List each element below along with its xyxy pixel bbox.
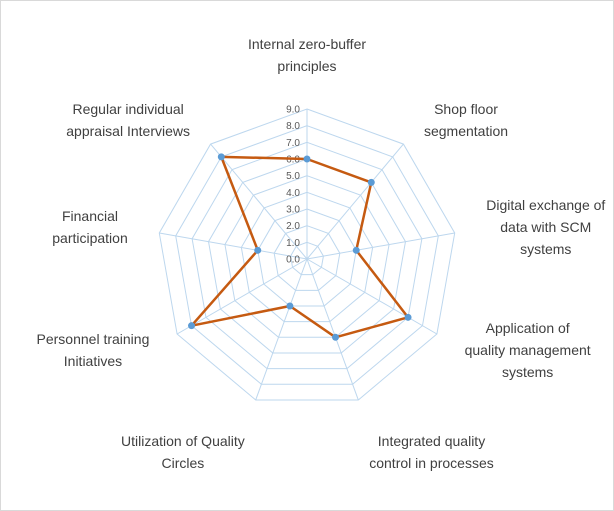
- tick-label: 1.0: [286, 238, 300, 249]
- tick-label: 3.0: [286, 205, 300, 216]
- tick-label: 2.0: [286, 221, 300, 232]
- category-label-line: Shop floor: [434, 100, 498, 117]
- category-label-line: data with SCM: [500, 219, 592, 236]
- tick-label: 9.0: [286, 105, 300, 116]
- data-point: [188, 322, 196, 330]
- grid-ring: [175, 125, 439, 385]
- tick-label: 0.0: [286, 255, 300, 266]
- category-label: Application of quality management systems: [465, 317, 591, 383]
- category-label-line: Regular individual: [72, 100, 184, 117]
- category-label: Shop floor segmentation: [424, 98, 508, 142]
- tick-label: 5.0: [286, 171, 300, 182]
- category-label-line: systems: [520, 241, 572, 258]
- category-label-line: Application of: [485, 320, 570, 336]
- data-point: [367, 178, 375, 186]
- grid-spoke: [306, 258, 359, 401]
- data-point: [303, 155, 311, 163]
- data-point: [404, 313, 412, 321]
- grid-spoke: [210, 143, 308, 260]
- tick-label: 6.0: [286, 155, 300, 166]
- tick-label: 8.0: [286, 121, 300, 132]
- grid-ring: [273, 225, 341, 291]
- category-label-line: Digital exchange of: [486, 197, 606, 214]
- grid-spoke: [306, 258, 438, 335]
- category-label-line: quality management: [464, 342, 591, 358]
- category-label: Digital exchange of data with SCM systems: [486, 194, 605, 260]
- category-label: Internal zero-buffer principles: [248, 33, 366, 77]
- grid-spoke: [255, 258, 308, 401]
- grid-spoke: [159, 232, 308, 260]
- category-label: Regular individual appraisal Interviews: [66, 98, 190, 142]
- data-point: [254, 246, 262, 254]
- category-label-line: appraisal Interviews: [66, 122, 190, 139]
- category-label-line: segmentation: [423, 122, 509, 139]
- tick-label: 7.0: [286, 138, 300, 149]
- category-label: Integrated quality control in processes: [369, 430, 494, 474]
- grid-ring: [207, 158, 407, 354]
- tick-label: 4.0: [286, 188, 300, 199]
- category-label-line: Financial: [61, 208, 119, 225]
- data-point: [217, 153, 225, 161]
- series-line: [190, 155, 410, 339]
- grid-spoke: [306, 143, 404, 260]
- grid-ring: [290, 241, 324, 276]
- category-label-line: Initiatives: [63, 353, 123, 369]
- category-label-line: systems: [501, 364, 554, 380]
- series-layer: [188, 153, 412, 341]
- grid-ring: [191, 141, 423, 370]
- category-label-line: Internal zero-buffer: [247, 36, 367, 52]
- category-label-line: control in processes: [369, 455, 494, 472]
- category-label: Financial participation: [52, 205, 128, 249]
- radial-tick-labels: 0.0 1.0 2.0 3.0 4.0 5.0 6.0 7.0 8.0 9.0: [286, 105, 300, 266]
- data-point: [332, 333, 340, 341]
- category-label-line: Integrated quality: [377, 433, 486, 450]
- data-point: [286, 302, 294, 310]
- data-point: [352, 246, 360, 254]
- category-label-line: participation: [52, 230, 128, 247]
- radar-grid: [158, 108, 456, 401]
- category-label-line: Personnel training: [36, 331, 150, 347]
- grid-ring: [224, 175, 390, 338]
- category-label-line: principles: [277, 58, 337, 74]
- grid-ring: [257, 208, 357, 307]
- category-label-line: Utilization of Quality: [121, 433, 245, 450]
- grid-ring: [158, 108, 456, 401]
- grid-spoke: [306, 232, 455, 260]
- grid-spoke: [176, 258, 308, 335]
- category-label-line: Circles: [161, 455, 205, 472]
